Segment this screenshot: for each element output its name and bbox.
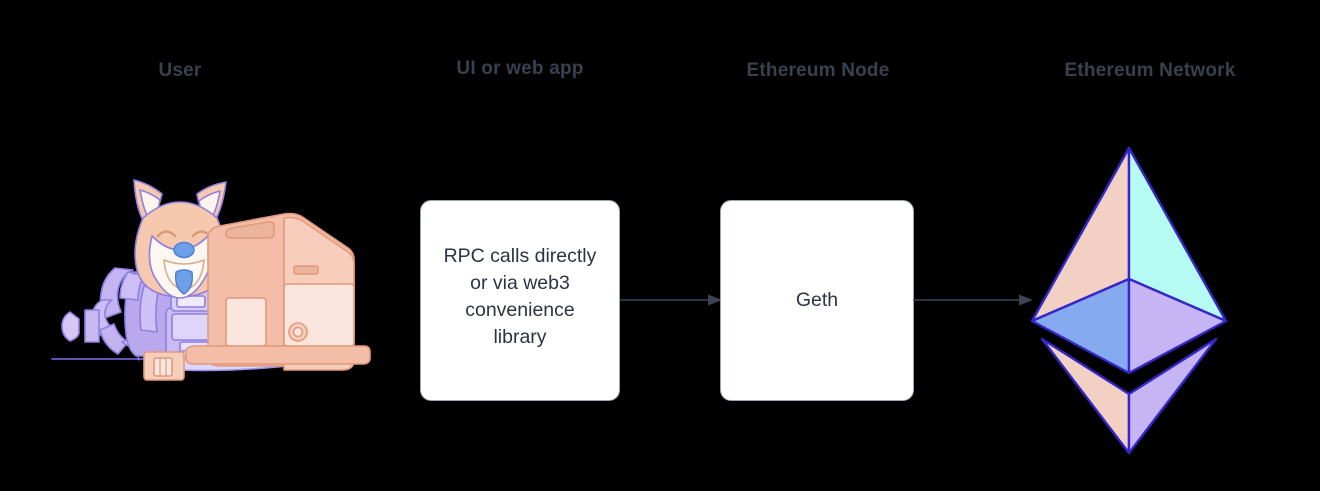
node-box-rpc-calls[interactable]: RPC calls directly or via web3 convenien… bbox=[420, 200, 620, 401]
column-title-ethereum-node: Ethereum Node bbox=[746, 60, 890, 81]
ethereum-network-illustration bbox=[1028, 143, 1233, 458]
arrow-ui-to-node bbox=[620, 294, 722, 306]
node-box-geth[interactable]: Geth bbox=[720, 200, 914, 401]
column-title-ethereum-network: Ethereum Network bbox=[1064, 60, 1236, 81]
arrow-node-to-network bbox=[913, 294, 1033, 306]
column-title-user: User bbox=[158, 60, 202, 81]
node-box-geth-label: Geth bbox=[795, 289, 839, 311]
ethereum-diamond-icon bbox=[1030, 146, 1228, 455]
node-box-rpc-label: RPC calls directly or via web3 convenien… bbox=[443, 244, 597, 348]
column-title-ui-or-web-app: UI or web app bbox=[456, 58, 584, 79]
shiba-inu-at-computer-icon bbox=[51, 179, 371, 381]
user-illustration bbox=[40, 160, 380, 410]
